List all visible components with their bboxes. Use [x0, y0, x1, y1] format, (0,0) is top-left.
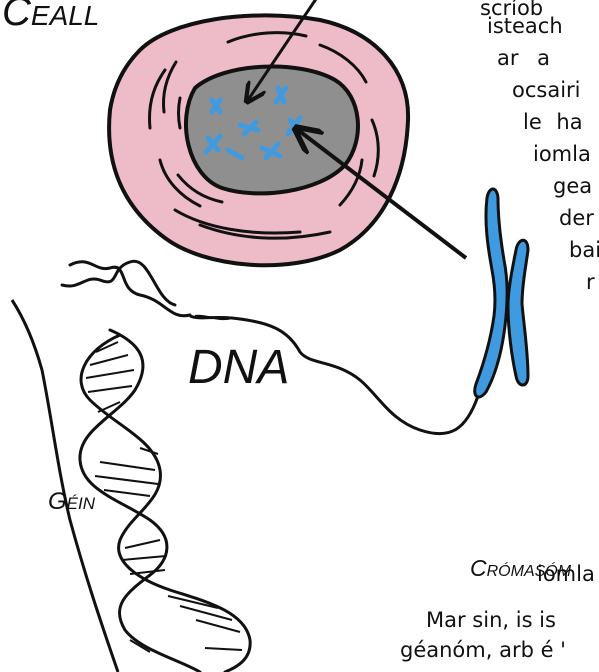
text-line: iomla: [533, 144, 591, 165]
nucleus: [186, 67, 358, 194]
text-line: Mar sin, is is: [426, 610, 556, 631]
text-line: le ha: [523, 112, 583, 133]
dna-helix: [62, 261, 250, 672]
text-line: isteach: [487, 16, 563, 37]
text-line: ar a: [497, 48, 550, 69]
text-line: gea: [553, 176, 592, 197]
text-line: iomla: [537, 564, 595, 585]
text-line: r: [586, 272, 595, 293]
cell: [109, 15, 408, 265]
chromosome: [475, 189, 528, 397]
label-ceall: Ceall: [2, 0, 99, 35]
label-gein: Géin: [48, 488, 95, 516]
text-line: géanóm, arb é ': [400, 640, 566, 661]
text-line: bai: [569, 240, 599, 261]
label-dna: DNA: [188, 340, 289, 395]
text-line: ocsairi: [512, 80, 581, 101]
text-line: der: [559, 208, 594, 229]
gene-bracket: [12, 300, 118, 672]
